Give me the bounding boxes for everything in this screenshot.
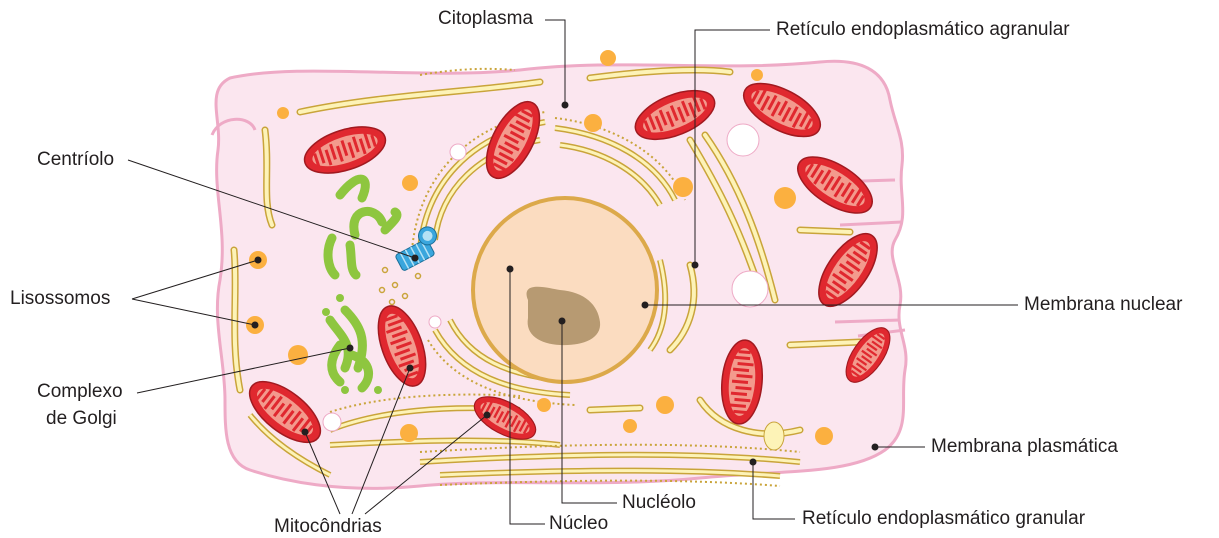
nucleus <box>473 198 657 382</box>
label-lisossomos: Lisossomos <box>10 288 110 310</box>
label-nucleolo: Nucléolo <box>622 492 696 514</box>
label-reticulo-agranular: Retículo endoplasmático agranular <box>776 19 1070 41</box>
label-complexo: Complexo <box>37 381 123 403</box>
label-reticulo-granular: Retículo endoplasmático granular <box>802 508 1085 530</box>
label-de-golgi: de Golgi <box>46 408 117 430</box>
label-centriolo: Centríolo <box>37 149 114 171</box>
label-membrana-plasmatica: Membrana plasmática <box>931 436 1118 458</box>
label-membrana-nuclear: Membrana nuclear <box>1024 294 1182 316</box>
label-citoplasma: Citoplasma <box>438 8 533 30</box>
label-mitocondrias: Mitocôndrias <box>274 516 382 538</box>
label-nucleo: Núcleo <box>549 513 608 535</box>
